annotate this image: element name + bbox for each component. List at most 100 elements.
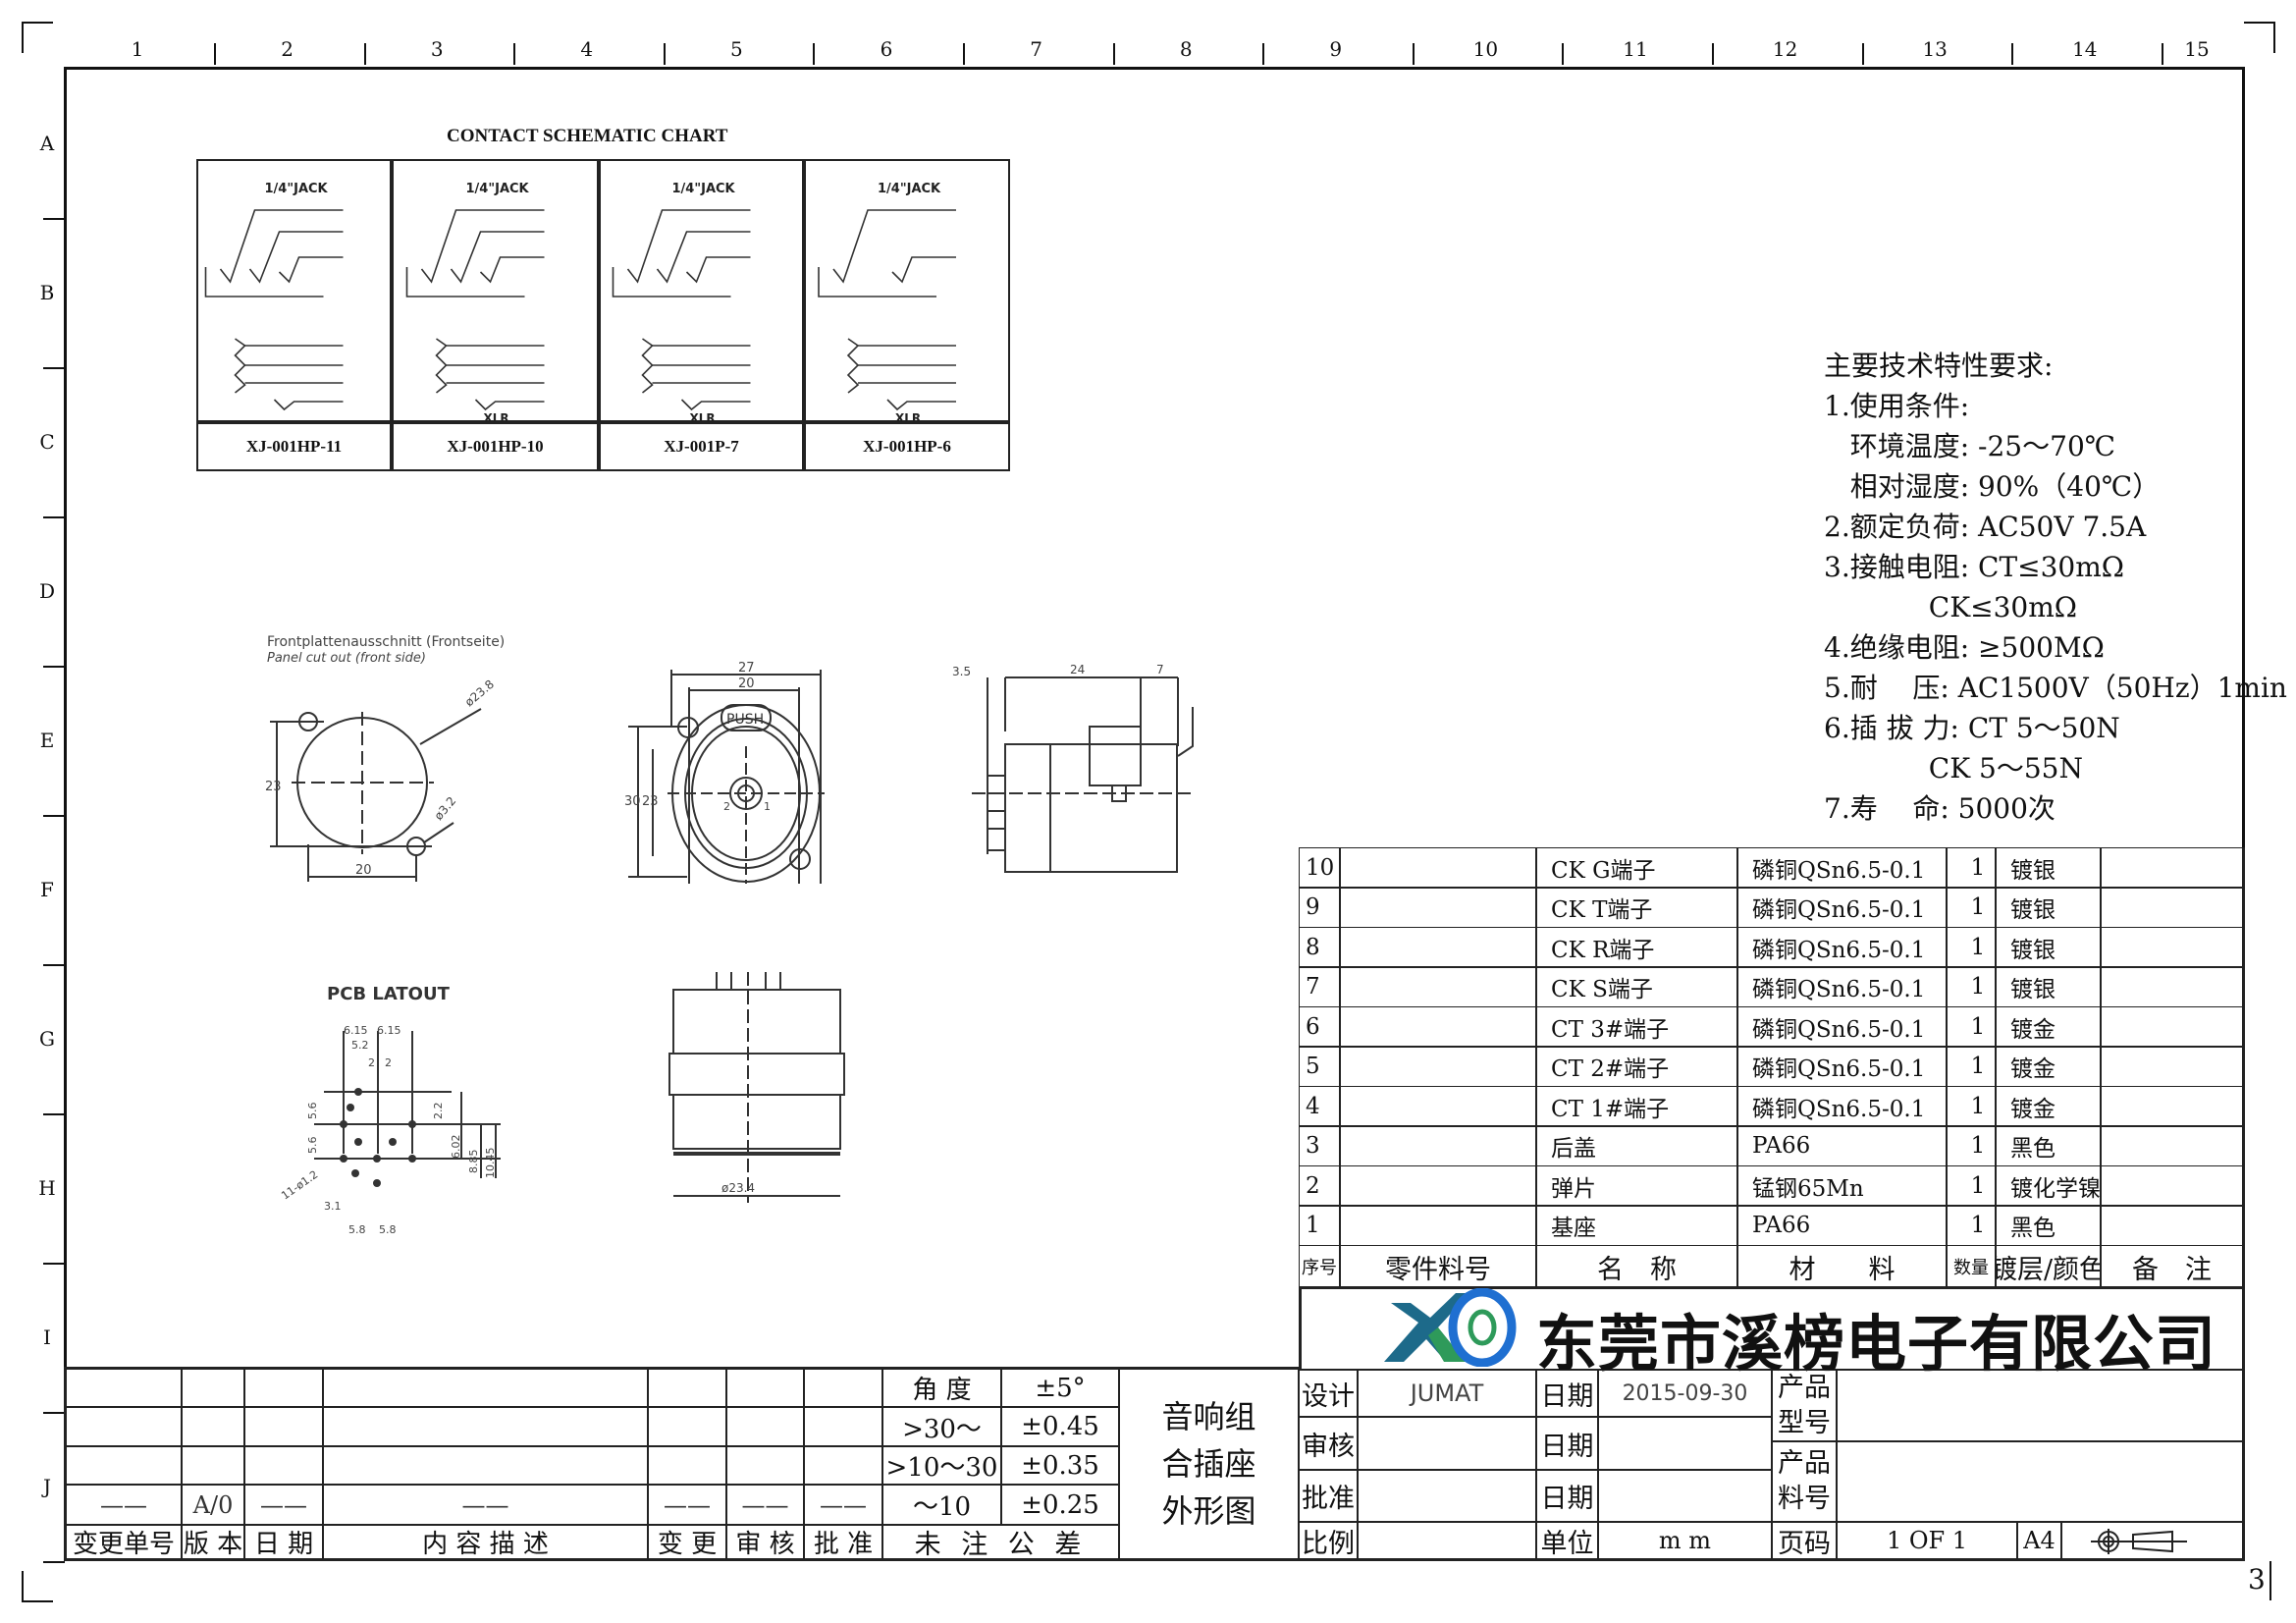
contact-chart-schematic-cell xyxy=(196,159,392,422)
revision-cell xyxy=(648,1407,726,1446)
jack-label: 1/4"JACK xyxy=(265,182,329,196)
revision-header: 变 更 xyxy=(648,1525,726,1561)
parts-table-cell-note xyxy=(2101,847,2245,888)
revision-dash: —— xyxy=(648,1485,726,1525)
parts-table-cell-material: 磷铜QSn6.5-0.1 xyxy=(1737,887,1947,928)
tolerance-range: 角 度 xyxy=(882,1367,1001,1407)
title-block-model-value xyxy=(1837,1370,2245,1441)
revision-header: 审 核 xyxy=(726,1525,804,1561)
ruler-tick xyxy=(43,218,65,220)
parts-table-header: 数量 xyxy=(1947,1245,1996,1288)
parts-table-cell-finish: 镀银 xyxy=(1996,887,2101,928)
revision-cell xyxy=(804,1367,882,1407)
dim-20-front: 20 xyxy=(738,676,755,691)
parts-table-cell-part-no xyxy=(1340,1205,1536,1246)
ruler-tick xyxy=(1112,43,1115,65)
parts-table-header: 零件料号 xyxy=(1340,1245,1536,1288)
parts-table-cell-part-no xyxy=(1340,1006,1536,1047)
parts-table-cell-finish: 镀银 xyxy=(1996,966,2101,1007)
pcb-dim-5: 2 xyxy=(385,1056,392,1069)
contact-chart-schematic-cell xyxy=(804,159,1010,422)
ruler-column-label: 2 xyxy=(281,37,294,61)
tolerance-range: >10～30 xyxy=(882,1446,1001,1485)
contact-schematic-diagram: 1/4"JACK XLR xyxy=(818,182,956,422)
parts-table-cell-finish: 镀金 xyxy=(1996,1046,2101,1087)
contact-chart-title: CONTACT SCHEMATIC CHART xyxy=(447,126,728,146)
tolerance-value: ±0.35 xyxy=(1001,1446,1119,1485)
ruler-tick xyxy=(214,43,216,65)
dim-7: 7 xyxy=(1156,663,1164,676)
tolerance-header: 未 注 公 差 xyxy=(882,1525,1119,1561)
ruler-column-label: 8 xyxy=(1179,37,1193,61)
parts-table-cell-name: CT 2#端子 xyxy=(1536,1046,1737,1087)
ruler-column-label: 11 xyxy=(1623,37,1648,61)
tech-requirements: 主要技术特性要求: 1.使用条件: 环境温度: -25～70℃ 相对湿度: 90… xyxy=(1824,346,2287,829)
parts-table-cell-part-no xyxy=(1340,1165,1536,1206)
pcb-dim-2: 6.15 xyxy=(377,1024,401,1037)
parts-table-cell-qty: 1 xyxy=(1947,1205,1996,1246)
tech-requirement-line: CK 5～55N xyxy=(1824,752,2083,784)
ruler-row-label: D xyxy=(38,579,56,603)
title-block-date-value: 2015-09-30 xyxy=(1598,1370,1772,1417)
ruler-tick xyxy=(363,43,366,65)
revision-cell xyxy=(726,1407,804,1446)
pcb-dim-7: 5.6 xyxy=(306,1137,319,1155)
revision-header: 变更单号 xyxy=(64,1525,182,1561)
parts-table-cell-no: 1 xyxy=(1299,1205,1340,1246)
ruler-row-label: F xyxy=(40,878,54,901)
parts-table-cell-note xyxy=(2101,966,2245,1007)
title-block-model-label: 产品 型号 xyxy=(1772,1370,1837,1441)
title-block-date-label: 日期 xyxy=(1536,1370,1598,1417)
parts-table-cell-note xyxy=(2101,1205,2245,1246)
parts-table-cell-name: 基座 xyxy=(1536,1205,1737,1246)
title-block-scale-value xyxy=(1358,1522,1536,1561)
ruler-row-label: H xyxy=(38,1176,56,1200)
revision-cell xyxy=(804,1446,882,1485)
ruler-tick xyxy=(1412,43,1415,65)
contact-chart-schematic-cell xyxy=(392,159,599,422)
revision-cell xyxy=(323,1407,648,1446)
revision-cell xyxy=(64,1446,182,1485)
parts-table-cell-qty: 1 xyxy=(1947,1125,1996,1166)
dim-23: 23 xyxy=(265,780,282,794)
pcb-dim-11: 10.45 xyxy=(484,1148,497,1179)
parts-table-cell-no: 4 xyxy=(1299,1086,1340,1126)
drawing-title: 音响组合插座外形图 xyxy=(1119,1367,1299,1561)
parts-table-cell-finish: 镀银 xyxy=(1996,847,2101,888)
bottom-view-drawing: ø23.4 xyxy=(668,972,845,1203)
parts-table-cell-qty: 1 xyxy=(1947,887,1996,928)
dim-24: 24 xyxy=(1070,663,1085,676)
parts-table-cell-note xyxy=(2101,1006,2245,1047)
ruler-tick xyxy=(1861,43,1864,65)
ruler-tick xyxy=(43,1263,65,1265)
title-block-page-label: 页码 xyxy=(1772,1522,1837,1561)
ruler-column-label: 12 xyxy=(1772,37,1798,61)
revision-version: A/0 xyxy=(182,1485,244,1525)
dim-23-front: 23 xyxy=(642,794,659,809)
dim-dia-23-8: ø23.8 xyxy=(462,677,497,710)
title-block-partno-value xyxy=(1837,1441,2245,1522)
revision-cell xyxy=(64,1407,182,1446)
parts-table-cell-finish: 黑色 xyxy=(1996,1125,2101,1166)
parts-table-cell-material: 磷铜QSn6.5-0.1 xyxy=(1737,847,1947,888)
contact-chart-schematic-cell xyxy=(599,159,804,422)
tech-requirement-line: 相对湿度: 90%（40℃） xyxy=(1824,470,2161,503)
parts-table-cell-part-no xyxy=(1340,927,1536,967)
parts-table-cell-no: 2 xyxy=(1299,1165,1340,1206)
parts-table-cell-material: PA66 xyxy=(1737,1125,1947,1166)
parts-table-cell-finish: 镀金 xyxy=(1996,1086,2101,1126)
ruler-tick xyxy=(43,964,65,966)
ruler-column-label: 5 xyxy=(730,37,743,61)
parts-table-cell-no: 10 xyxy=(1299,847,1340,888)
revision-cell xyxy=(323,1446,648,1485)
pcb-dim-15: 5.8 xyxy=(379,1223,397,1236)
revision-header: 版 本 xyxy=(182,1525,244,1561)
parts-table-cell-name: CK G端子 xyxy=(1536,847,1737,888)
parts-table-cell-name: 弹片 xyxy=(1536,1165,1737,1206)
pcb-dim-14: 5.8 xyxy=(348,1223,366,1236)
ruler-column-label: 1 xyxy=(131,37,144,61)
parts-table-cell-name: CK T端子 xyxy=(1536,887,1737,928)
pcb-dim-12: 11-ø1.2 xyxy=(279,1168,320,1203)
revision-header: 日 期 xyxy=(244,1525,323,1561)
push-label: PUSH xyxy=(726,712,764,728)
